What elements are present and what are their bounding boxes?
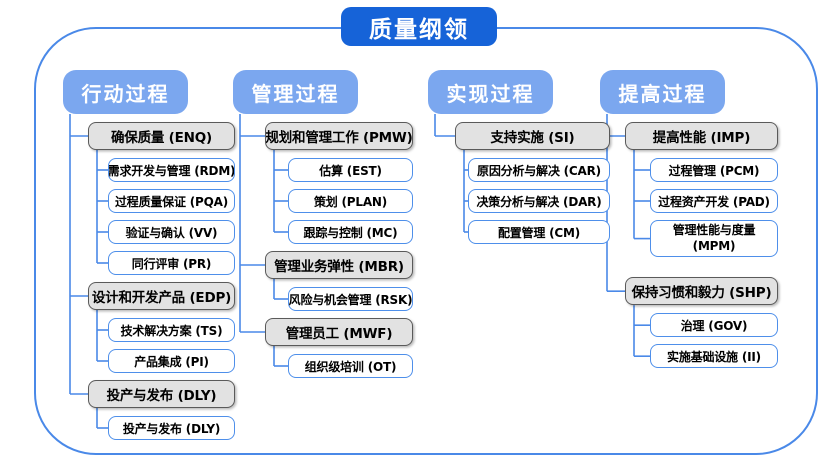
process-column-management: 管理过程规划和管理工作 (PMW) 估算 (EST) 策划 (PLAN) 跟踪与控制 … bbox=[233, 70, 413, 385]
process-leaf-node: 实施基础设施 (II) bbox=[650, 344, 778, 369]
process-leaf-node: 决策分析与解决 (DAR) bbox=[468, 189, 610, 213]
process-group-node: 确保质量 (ENQ) bbox=[88, 122, 235, 150]
process-leaf-node: 验证与确认 (VV) bbox=[108, 220, 235, 244]
column-header: 行动过程 bbox=[63, 70, 188, 114]
process-group-node: 管理员工 (MWF) bbox=[265, 318, 413, 346]
process-leaf-node: 风险与机会管理 (RSK) bbox=[288, 287, 413, 311]
process-group-node: 设计和开发产品 (EDP) bbox=[88, 282, 235, 310]
process-group-node: 支持实施 (SI) bbox=[455, 122, 610, 150]
process-leaf-node: 过程质量保证 (PQA) bbox=[108, 189, 235, 213]
process-group-node: 提高性能 (IMP) bbox=[625, 122, 778, 150]
process-leaf-node: 过程管理 (PCM) bbox=[650, 158, 778, 182]
process-leaf-node: 治理 (GOV) bbox=[650, 313, 778, 338]
process-leaf-node: 需求开发与管理 (RDM) bbox=[108, 158, 235, 182]
process-group-node: 管理业务弹性 (MBR) bbox=[265, 251, 413, 279]
process-leaf-node: 配置管理 (CM) bbox=[468, 220, 610, 244]
column-header: 实现过程 bbox=[428, 70, 553, 114]
process-leaf-node: 跟踪与控制 (MC) bbox=[288, 220, 413, 244]
process-group-node: 投产与发布 (DLY) bbox=[88, 380, 235, 408]
process-group-node: 保持习惯和毅力 (SHP) bbox=[625, 277, 778, 306]
process-group-node: 规划和管理工作 (PMW) bbox=[265, 122, 413, 150]
process-column-improvement: 提高过程提高性能 (IMP) 过程管理 (PCM) 过程资产开发 (PAD) 管理性能… bbox=[600, 70, 778, 375]
process-column-realization: 实现过程支持实施 (SI) 原因分析与解决 (CAR) 决策分析与解决 (DAR) 配… bbox=[428, 70, 610, 251]
column-header: 提高过程 bbox=[600, 70, 725, 114]
column-header: 管理过程 bbox=[233, 70, 358, 114]
process-leaf-node: 估算 (EST) bbox=[288, 158, 413, 182]
process-leaf-node: 投产与发布 (DLY) bbox=[108, 416, 235, 440]
diagram-title: 质量纲领 bbox=[341, 7, 497, 46]
process-leaf-node: 产品集成 (PI) bbox=[108, 349, 235, 373]
process-leaf-node: 技术解决方案 (TS) bbox=[108, 318, 235, 342]
process-leaf-node: 原因分析与解决 (CAR) bbox=[468, 158, 610, 182]
process-leaf-node: 过程资产开发 (PAD) bbox=[650, 189, 778, 213]
process-leaf-node: 策划 (PLAN) bbox=[288, 189, 413, 213]
process-column-action: 行动过程确保质量 (ENQ) 需求开发与管理 (RDM) 过程质量保证 (PQA) 验… bbox=[63, 70, 235, 447]
process-leaf-node: 同行评审 (PR) bbox=[108, 251, 235, 275]
process-leaf-node: 管理性能与度量 (MPM) bbox=[650, 220, 778, 258]
process-leaf-node: 组织级培训 (OT) bbox=[288, 354, 413, 378]
